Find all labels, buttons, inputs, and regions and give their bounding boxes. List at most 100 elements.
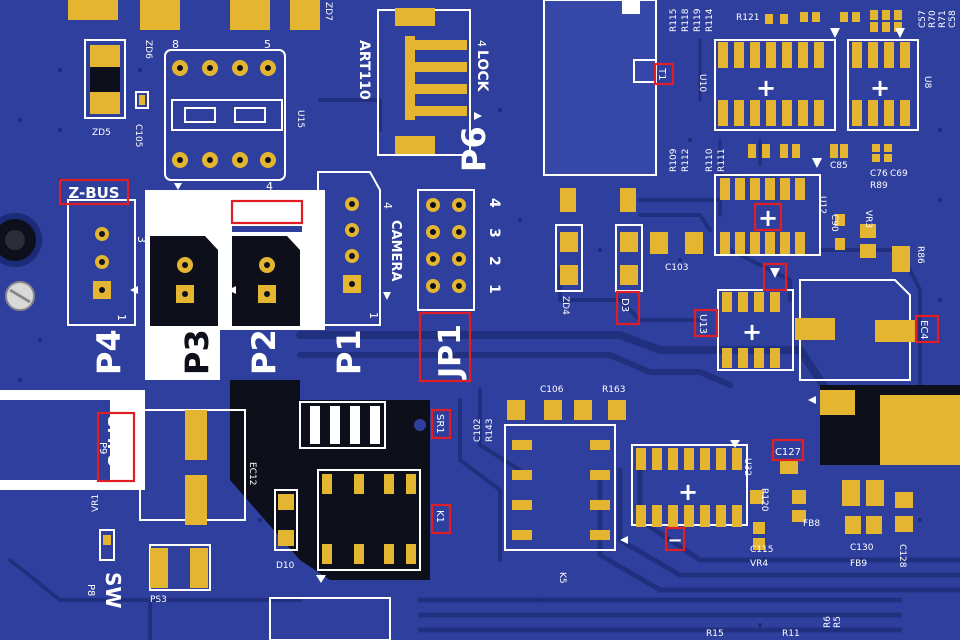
u12-pin-highlight — [762, 262, 788, 292]
pin1-arrows — [130, 28, 905, 583]
svg-text:U12: U12 — [817, 196, 827, 214]
smps-highlight — [96, 411, 136, 483]
svg-text:ZD7: ZD7 — [323, 2, 333, 21]
svg-text:R86: R86 — [915, 246, 925, 264]
c127-highlight — [771, 438, 805, 462]
c90-vr3-pads — [835, 214, 910, 272]
ec4-label: EC4 — [918, 320, 929, 340]
trace-layer — [8, 38, 960, 640]
t1-highlight — [653, 62, 675, 86]
svg-text:R143: R143 — [485, 419, 495, 442]
svg-text:4: 4 — [486, 198, 502, 208]
svg-text:PS3: PS3 — [150, 595, 167, 605]
jp1-label: JP1 — [433, 324, 468, 380]
p9-label: P9 — [97, 442, 108, 454]
svg-text:R120: R120 — [759, 488, 769, 512]
svg-text:1: 1 — [486, 284, 502, 294]
svg-text:VR1: VR1 — [91, 494, 101, 512]
svg-text:R115: R115 — [669, 9, 679, 32]
svg-text:4: 4 — [381, 202, 394, 209]
c127-label: C127 — [775, 447, 801, 458]
svg-text:C57: C57 — [918, 10, 928, 28]
u8-ic — [847, 39, 919, 131]
vout-label: V_OUT — [159, 204, 214, 222]
svg-text:2: 2 — [486, 256, 502, 266]
pin-numbers: 8 5 4 4 4 3 4 3 2 1 1 1 — [115, 38, 502, 321]
ec4-capacitor — [795, 279, 915, 381]
svg-text:R118: R118 — [681, 8, 691, 32]
pad-top-zd7 — [290, 0, 320, 30]
svg-text:C90: C90 — [829, 214, 839, 232]
sw-label: SW — [101, 572, 125, 608]
svg-text:R163: R163 — [602, 385, 625, 395]
camera-label: CAMERA — [388, 220, 403, 282]
svg-text:5: 5 — [264, 38, 271, 51]
sr1-label: SR1 — [434, 414, 445, 434]
jp1-header — [417, 189, 475, 311]
ec4-highlight — [914, 314, 940, 344]
svg-text:8: 8 — [172, 38, 179, 51]
p1-connector — [317, 171, 381, 326]
art110-label: ART110 — [356, 40, 372, 100]
lock-label: LOCK — [474, 50, 490, 93]
vin-label: V_IN — [248, 204, 285, 222]
svg-text:+: + — [758, 204, 778, 232]
smps-label: SMPS — [104, 416, 123, 467]
svg-text:R109: R109 — [669, 148, 679, 172]
svg-text:EC12: EC12 — [247, 462, 257, 485]
svg-text:R15: R15 — [706, 629, 724, 639]
svg-text:R119: R119 — [693, 8, 703, 32]
svg-text:D10: D10 — [276, 561, 295, 571]
svg-text:K5: K5 — [557, 572, 567, 584]
svg-text:C76: C76 — [870, 169, 888, 179]
u10-ic — [714, 39, 836, 131]
svg-text:R89: R89 — [870, 181, 888, 191]
svg-text:C85: C85 — [830, 161, 848, 171]
k5-relay — [504, 400, 626, 551]
svg-text:+: + — [870, 74, 890, 102]
svg-text:ZD6: ZD6 — [143, 40, 153, 59]
pad-top-mid2 — [230, 0, 270, 30]
u13-highlight — [693, 308, 719, 338]
polarity-marks: + + + + + − — [667, 74, 890, 551]
bottom-connector-outline — [269, 597, 391, 640]
t1-transformer — [543, 0, 657, 176]
svg-text:C69: C69 — [890, 169, 908, 179]
pad-top-left — [68, 0, 118, 20]
pad-top-mid — [140, 0, 180, 30]
u15-component — [164, 49, 286, 181]
zbus-label: Z-BUS — [68, 184, 119, 202]
u32-ic — [631, 444, 748, 527]
svg-text:3: 3 — [486, 228, 502, 238]
svg-text:C106: C106 — [540, 385, 564, 395]
svg-text:R111: R111 — [717, 149, 727, 172]
svg-text:U10: U10 — [697, 74, 707, 92]
svg-text:FB8: FB8 — [803, 519, 820, 529]
zbus-highlight — [58, 178, 130, 206]
svg-text:ZD4: ZD4 — [560, 296, 570, 315]
p4-connector — [67, 199, 136, 326]
svg-text:R112: R112 — [681, 149, 691, 172]
p8-label: P8 — [85, 584, 96, 596]
d3-highlight — [615, 290, 641, 326]
p3-p2-block — [145, 190, 325, 380]
jp1-highlight — [418, 311, 472, 383]
svg-text:R114: R114 — [705, 8, 715, 32]
k1-highlight — [430, 503, 452, 535]
svg-text:R110: R110 — [705, 148, 715, 172]
svg-text:ZD5: ZD5 — [92, 128, 111, 138]
zd5-component — [84, 39, 126, 119]
small-pads-top-right — [748, 10, 902, 162]
svg-text:U8: U8 — [922, 76, 932, 89]
svg-text:R5: R5 — [833, 616, 843, 628]
svg-text:U32: U32 — [742, 458, 752, 476]
ref-designators: ZD5 ZD6 ZD7 C105 U15 R121 R115 R118 R119… — [91, 2, 958, 639]
t1-label: T1 — [656, 67, 667, 80]
p4-label: P4 — [90, 329, 128, 375]
screw-icon — [5, 281, 35, 311]
p6-connector — [377, 8, 471, 156]
svg-text:R121: R121 — [736, 13, 759, 23]
svg-text:C58: C58 — [948, 10, 958, 28]
